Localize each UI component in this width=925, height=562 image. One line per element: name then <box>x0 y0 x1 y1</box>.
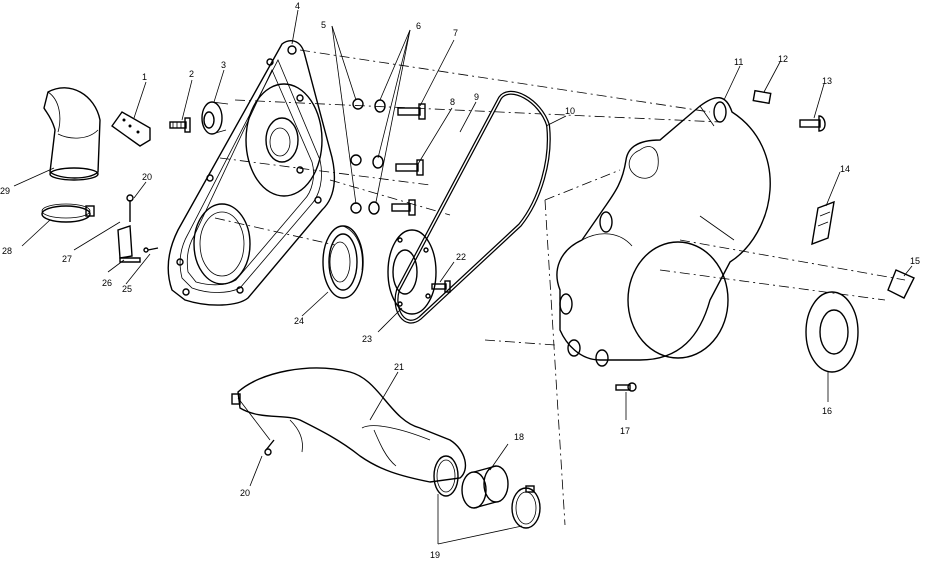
intake-hose-21 <box>231 367 467 483</box>
callout-21: 21 <box>394 362 404 372</box>
decal-14 <box>811 200 835 246</box>
clamp-28 <box>41 203 95 223</box>
callout-15: 15 <box>910 256 920 266</box>
bearing-plate-23 <box>387 229 437 315</box>
duct-elbow-29 <box>43 87 101 181</box>
callout-20-lower: 20 <box>240 488 250 498</box>
leader-lines <box>13 9 913 545</box>
sleeve-18 <box>461 465 509 509</box>
clamp-19-right <box>511 485 541 529</box>
screw-25 <box>143 247 159 253</box>
callout-11: 11 <box>734 57 743 67</box>
callout-10: 10 <box>565 106 575 116</box>
bolt-22 <box>431 280 451 293</box>
callout-27: 27 <box>62 254 72 264</box>
callout-22: 22 <box>456 252 466 262</box>
callout-16: 16 <box>822 406 832 416</box>
callout-13: 13 <box>822 76 832 86</box>
bolt-13 <box>799 115 826 132</box>
callout-23: 23 <box>362 334 372 344</box>
callout-1: 1 <box>142 72 147 82</box>
callout-29: 29 <box>0 186 10 196</box>
washers-6 <box>368 99 386 215</box>
callout-6: 6 <box>416 21 421 31</box>
callout-19: 19 <box>430 550 440 560</box>
bolt-2 <box>169 117 191 133</box>
seal-24 <box>322 225 364 299</box>
callout-18: 18 <box>514 432 524 442</box>
callout-4: 4 <box>295 1 300 11</box>
bracket-26 <box>117 225 141 263</box>
callout-9: 9 <box>474 92 479 102</box>
round-plate-16 <box>805 291 859 373</box>
screw-20-lower <box>264 439 275 456</box>
callout-8: 8 <box>450 97 455 107</box>
callout-24: 24 <box>294 316 304 326</box>
callout-2: 2 <box>189 69 194 79</box>
bolt-7 <box>397 103 426 120</box>
callout-12: 12 <box>778 54 788 64</box>
label-12 <box>752 89 772 105</box>
callout-14: 14 <box>840 164 850 174</box>
inner-cover-plate-4 <box>167 40 336 306</box>
callout-20-upper: 20 <box>142 172 152 182</box>
callout-7: 7 <box>453 28 458 38</box>
screw-20-upper <box>126 194 134 222</box>
callout-26: 26 <box>102 278 112 288</box>
decal-15 <box>887 269 915 299</box>
callout-25: 25 <box>122 284 132 294</box>
bracket-1 <box>111 111 151 147</box>
callout-3: 3 <box>221 60 226 70</box>
callout-5: 5 <box>321 20 326 30</box>
callout-28: 28 <box>2 246 12 256</box>
washers-5 <box>350 98 364 214</box>
callout-17: 17 <box>620 426 630 436</box>
outer-clutch-cover-11 <box>556 97 771 367</box>
alignment-lines <box>214 49 906 526</box>
bolt-lower <box>391 199 416 216</box>
screw-17 <box>615 382 637 392</box>
bushing-3 <box>201 101 229 135</box>
clamp-19-left <box>433 455 459 497</box>
drive-belt-10 <box>394 90 551 324</box>
